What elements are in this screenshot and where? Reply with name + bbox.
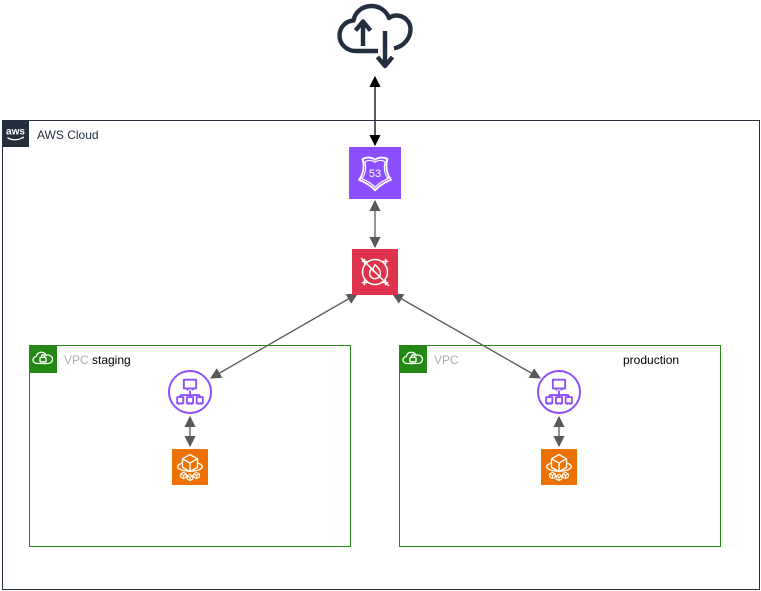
internet-cloud-icon [337,3,413,69]
route53-number: 53 [369,168,381,180]
ecs-icon [176,453,204,482]
ecs-icon [545,453,573,482]
route53-icon: 53 [358,156,392,192]
staging-load-balancer-node[interactable] [168,370,212,414]
elastic-load-balancing-icon [545,378,573,405]
vpc-icon [399,345,427,373]
vpc-production-type-label: VPC [434,353,459,367]
aws-cloud-container[interactable]: aws AWS Cloud [2,120,760,590]
aws-logo-icon: aws [2,120,29,147]
vpc-staging-box[interactable]: VPC staging [29,345,351,547]
vpc-staging-type-label: VPC [64,353,89,367]
vpc-icon [29,345,57,373]
network-firewall-icon [360,257,390,287]
aws-logo-text: aws [6,127,25,138]
staging-ecs-node[interactable] [172,449,208,485]
vpc-production-box[interactable]: VPC production [399,345,721,547]
aws-cloud-label: AWS Cloud [37,128,99,142]
vpc-staging-name: staging [92,353,131,367]
vpc-production-name: production [623,353,680,367]
elastic-load-balancing-icon [176,378,204,405]
production-load-balancer-node[interactable] [537,370,581,414]
route53-node[interactable]: 53 [349,147,401,199]
internet-node[interactable] [336,3,414,75]
network-firewall-node[interactable] [352,249,398,295]
production-ecs-node[interactable] [541,449,577,485]
